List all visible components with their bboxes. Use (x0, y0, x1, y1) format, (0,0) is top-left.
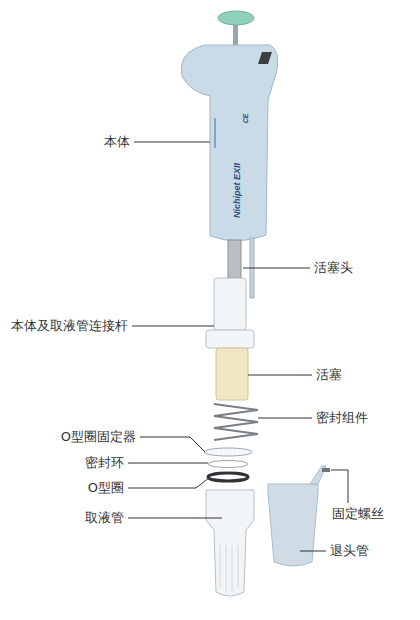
part-label: 取液管 (85, 510, 124, 526)
leader-line (248, 375, 312, 376)
tip-ribs (220, 545, 238, 592)
leader-line (128, 518, 222, 519)
part-label: 退头管 (330, 543, 369, 559)
o-ring-holder (204, 448, 252, 456)
part-label: O型圈固定器 (61, 429, 136, 445)
leader-line (140, 437, 205, 452)
piston-head (228, 240, 241, 278)
eject-button (258, 52, 272, 64)
piston (216, 348, 248, 400)
part-label: 本体及取液管连接杆 (11, 318, 128, 334)
part-label: 密封环 (85, 455, 124, 471)
leader-lines (128, 142, 348, 551)
leader-line (134, 142, 210, 143)
fixing-screw (322, 468, 330, 472)
seal-ring (208, 461, 248, 468)
leader-line (300, 551, 326, 552)
leader-line (128, 477, 210, 488)
part-label: O型圈 (88, 480, 124, 496)
connecting-flange (206, 330, 254, 348)
leader-line (258, 418, 312, 419)
leader-line (243, 268, 310, 269)
tip-tube (206, 490, 254, 596)
leader-line (128, 463, 208, 464)
part-label: 本体 (104, 134, 130, 150)
plunger-stem (233, 22, 238, 48)
eject-tube (268, 484, 318, 566)
leader-line (132, 326, 214, 327)
leader-line (348, 470, 349, 503)
part-label: 密封组件 (316, 410, 368, 426)
body-window (214, 118, 216, 148)
connecting-rod (214, 278, 246, 330)
brand-marking: Nichipet EXII (233, 162, 242, 217)
part-label: 活塞头 (314, 260, 353, 276)
leader-line (331, 470, 348, 471)
pipette-body (181, 45, 277, 241)
spring (214, 404, 258, 440)
o-ring (208, 473, 248, 481)
brand-marking: CE (242, 113, 249, 123)
plunger-button (218, 11, 254, 25)
part-label: 活塞 (316, 367, 342, 383)
part-label: 固定螺丝 (332, 506, 384, 522)
